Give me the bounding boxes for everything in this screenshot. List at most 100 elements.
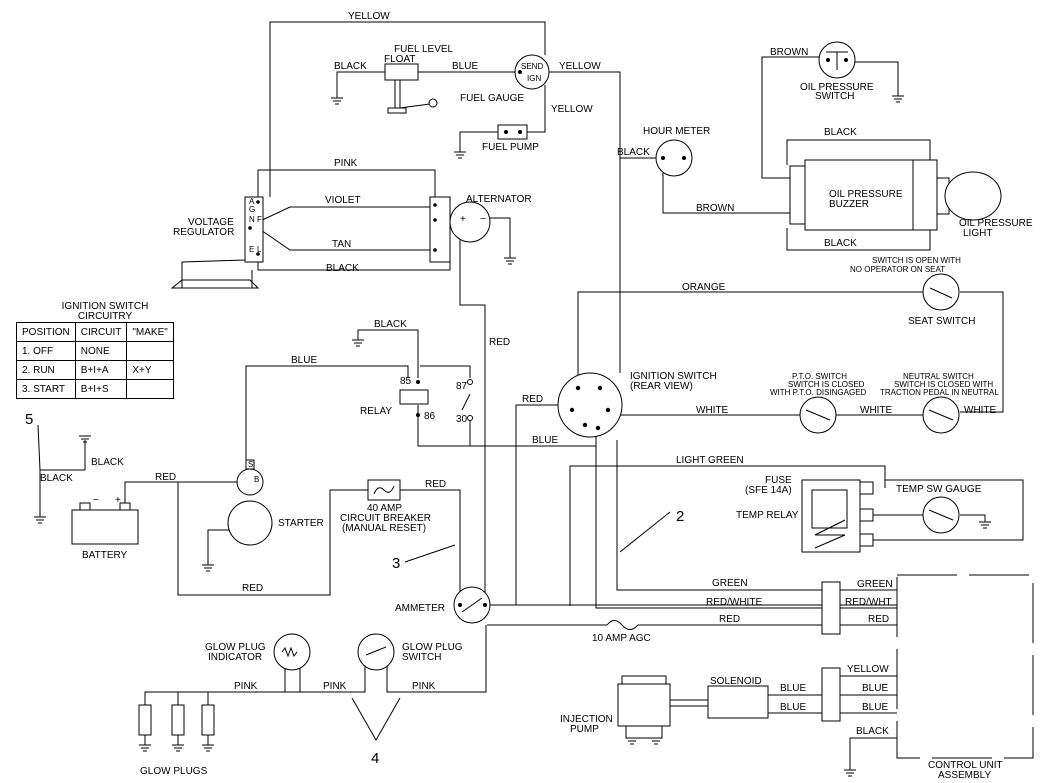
term-alt-plus: + [460, 214, 466, 225]
term-alt-minus: − [480, 214, 486, 225]
label-yellow-pump: YELLOW [551, 104, 593, 115]
table-cell [126, 379, 174, 399]
label-temp-relay: TEMP RELAY [736, 510, 799, 521]
label-light-1: OIL PRESSURE [959, 218, 1033, 229]
wire-pink-reg [257, 169, 436, 197]
ground-icon [454, 151, 466, 159]
label-green-2: GREEN [857, 579, 893, 590]
label-red-cu2: RED [868, 614, 889, 625]
fuel-pump-term-1 [504, 130, 508, 134]
table-header-row: POSITION CIRCUIT "MAKE" [16, 322, 174, 342]
term-relay-86: 86 [424, 411, 436, 422]
fuel-float-body [384, 63, 419, 81]
pto-switch-contact [805, 409, 831, 421]
wire-pink-gp2 [300, 665, 366, 693]
label-white-3: WHITE [964, 405, 997, 416]
term-starter-b: B [254, 475, 259, 484]
label-pink-gp3: PINK [412, 681, 436, 692]
label-light-green: LIGHT GREEN [676, 455, 744, 466]
ign-term-3 [569, 407, 575, 413]
label-white-2: WHITE [860, 405, 893, 416]
label-alternator: ALTERNATOR [466, 194, 532, 205]
terminal-labels: A G N F E L + − 85 86 87 30 S B − + [93, 197, 486, 506]
battery-post-pos [119, 502, 131, 511]
table-cell: 1. OFF [16, 341, 76, 361]
wire-yellow-top [269, 21, 546, 197]
label-oil-switch-1: OIL PRESSURE [800, 82, 874, 93]
label-blue-ign: BLUE [532, 435, 558, 446]
connector-upper [821, 581, 841, 635]
label-light-2: LIGHT [963, 228, 992, 239]
ignition-table-title: IGNITION SWITCH CIRCUITRY [40, 302, 170, 322]
ign-term-1 [575, 385, 581, 391]
glow-plug-switch-symbol [357, 633, 395, 671]
ign-term-2 [597, 385, 603, 391]
wire-light-green [569, 465, 886, 606]
term-relay-85: 85 [400, 376, 412, 387]
callout-leaders [37, 424, 671, 742]
label-fuel-pump: FUEL PUMP [482, 142, 539, 153]
label-injection-1: INJECTION [560, 714, 613, 725]
term-reg-l: L [257, 245, 262, 254]
wire-red-white [595, 440, 822, 609]
fuse-term-3 [859, 533, 874, 547]
label-red-ign: RED [522, 394, 543, 405]
ground-symbols [34, 95, 991, 777]
ground-icon [352, 339, 364, 347]
label-black-hour: BLACK [617, 147, 650, 158]
label-black-buzzer-bottom: BLACK [824, 238, 857, 249]
hour-meter-term-1 [661, 156, 665, 160]
label-neutral-3: TRACTION PEDAL IN NEUTRAL [880, 388, 999, 397]
glow-plug-2 [171, 704, 185, 736]
seat-switch-symbol [922, 273, 960, 311]
label-fuse-1: FUSE [765, 475, 792, 486]
fuel-gauge-terminal [518, 70, 522, 74]
term-batt-plus: + [115, 495, 121, 506]
label-tan-reg: TAN [332, 239, 351, 250]
wire-yellow-send [548, 71, 621, 373]
wire-tan-reg [257, 227, 435, 251]
label-buzzer-1: OIL PRESSURE [829, 189, 903, 200]
label-blue-cu1: BLUE [862, 683, 888, 694]
wire-pump-ground [459, 131, 498, 152]
label-relay: RELAY [360, 406, 392, 417]
term-starter-s: S [248, 460, 253, 469]
label-starter: STARTER [278, 518, 324, 529]
wire-pink-gp3 [386, 625, 487, 693]
label-red-cu1: RED [719, 614, 740, 625]
fuse-term-1 [859, 481, 874, 495]
table-cell: 3. START [16, 379, 76, 399]
starter-s-terminal [245, 459, 255, 470]
ignition-switch-table: POSITION CIRCUIT "MAKE" 1. OFF NONE 2. R… [16, 322, 174, 399]
label-seat-note-1: SWITCH IS OPEN WITH [872, 256, 961, 265]
component-labels: FUEL LEVEL FLOAT FUEL GAUGE SEND IGN FUE… [82, 44, 1033, 781]
ign-term-4 [605, 407, 611, 413]
label-cu-1: CONTROL UNIT [928, 760, 1003, 771]
wire-black-relay [357, 329, 419, 378]
injection-pump-bottom [625, 725, 663, 739]
term-relay-30: 30 [456, 414, 468, 425]
injection-pump-body [617, 683, 671, 727]
wire-black-float [336, 71, 385, 98]
voltage-regulator-housing [181, 197, 253, 289]
control-unit-box [896, 574, 1034, 759]
alt-term-1 [433, 203, 437, 207]
hour-meter-symbol [655, 139, 693, 177]
wire-orange [577, 291, 925, 390]
components [71, 41, 1034, 759]
label-gps-1: GLOW PLUG [402, 642, 463, 653]
wire-pink-gp1 [144, 665, 301, 705]
reg-term-n [248, 226, 252, 230]
buzzer-connector [789, 165, 806, 225]
label-solenoid: SOLENOID [710, 676, 762, 687]
ignition-table-title-2: CIRCUITRY [77, 311, 133, 322]
glow-plug-switch-contact [365, 646, 387, 656]
callouts: 5 3 2 4 [25, 411, 684, 767]
circuit-breaker-element [373, 485, 395, 495]
ground-icon [844, 769, 856, 777]
label-red-batt: RED [155, 472, 176, 483]
temp-relay-inner [811, 489, 848, 529]
label-blue-sol1: BLUE [780, 683, 806, 694]
term-relay-87: 87 [456, 381, 468, 392]
wire-starter-ground [207, 529, 230, 565]
